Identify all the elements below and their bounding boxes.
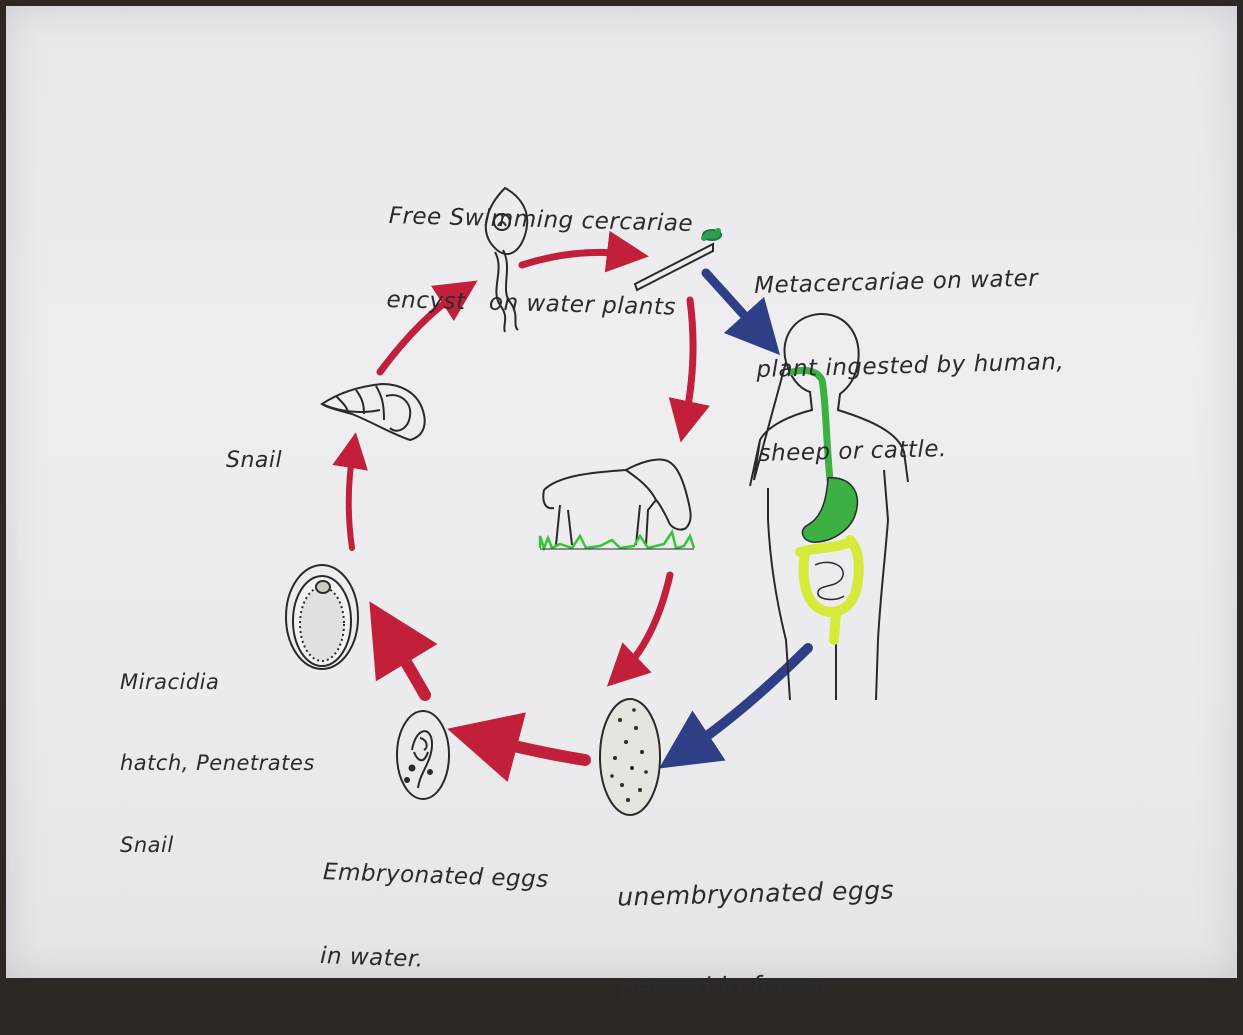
label-embryonated-eggs: Embryonated eggs in water. [319, 802, 551, 1006]
arrow-sheep-to-eggs [622, 575, 670, 672]
small-intestine [815, 562, 844, 599]
large-intestine [800, 540, 859, 640]
embryonated-egg-icon [397, 711, 449, 799]
arrow-embryonated-to-miracidia [388, 632, 425, 695]
unembryonated-egg-icon [600, 699, 660, 815]
arrow-miracidia-to-snail [349, 450, 353, 548]
arrow-eggs-to-embryonated [482, 738, 585, 760]
sheep-grazing-icon [540, 459, 694, 549]
label-miracidia: Miracidia hatch, Penetrates Snail [120, 614, 315, 887]
label-cercariae: Free Swimming cercariae encyst on water … [385, 146, 694, 350]
label-unembryonated-eggs: unembryonated eggs passed in feces. [615, 814, 897, 1035]
grass [540, 532, 694, 548]
snail-shell-icon [322, 384, 425, 440]
label-snail: Snail [226, 394, 282, 501]
label-metacercariae: Metacercariae on water plant ingested by… [752, 208, 1067, 496]
